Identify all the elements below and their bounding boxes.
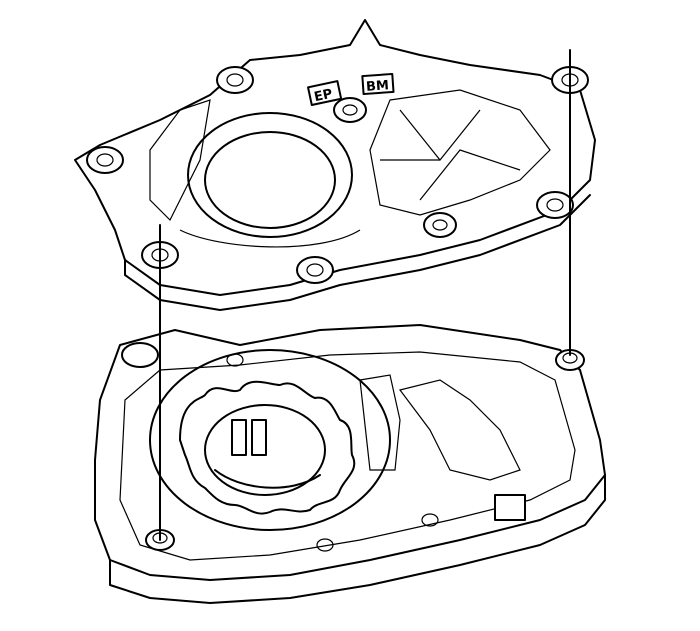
pump-housing	[94, 324, 606, 604]
svg-text:BM: BM	[366, 78, 390, 95]
svg-text:EP: EP	[313, 87, 334, 106]
part-marking-ep: EP	[307, 80, 343, 106]
boss-holes	[86, 66, 589, 284]
alignment-lines	[159, 49, 571, 541]
pump-cover: EP BM	[74, 19, 596, 311]
part-marking-bm: BM	[361, 72, 395, 96]
